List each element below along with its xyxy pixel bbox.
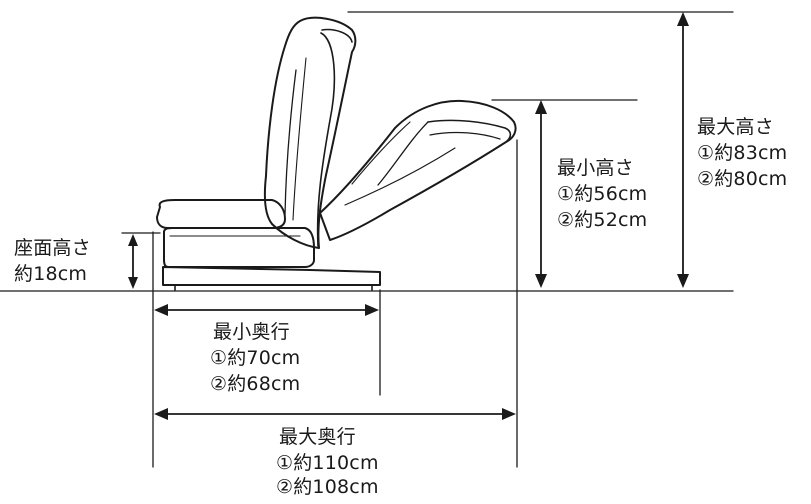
arrow-max-height (677, 12, 689, 288)
min-height-value-2: ②約52cm (557, 209, 648, 231)
min-depth-value-2: ②約68cm (210, 373, 301, 395)
seat-height-title: 座面高さ (14, 237, 91, 259)
seat-base (162, 266, 381, 291)
arrow-min-depth (154, 304, 379, 316)
max-height-value-2: ②約80cm (697, 168, 788, 190)
max-depth-title: 最大奥行 (279, 426, 356, 448)
arrow-seat-height (128, 234, 138, 289)
max-height-title: 最大高さ (697, 116, 774, 138)
guide-lines (121, 11, 734, 468)
max-depth-value-2: ②約108cm (276, 476, 379, 498)
min-depth-title: 最小奥行 (213, 321, 290, 343)
max-height-value-1: ①約83cm (697, 142, 788, 164)
reclined-backrest (319, 99, 517, 241)
upright-backrest (263, 16, 357, 249)
arrow-min-height (535, 100, 547, 288)
min-height-title: 最小高さ (557, 157, 634, 179)
seat-height-value: 約18cm (14, 263, 88, 285)
seat-cushion (156, 199, 315, 268)
arrow-max-depth (154, 408, 516, 420)
min-height-value-1: ①約56cm (557, 183, 648, 205)
max-depth-value-1: ①約110cm (276, 452, 379, 474)
min-depth-value-1: ①約70cm (210, 347, 301, 369)
